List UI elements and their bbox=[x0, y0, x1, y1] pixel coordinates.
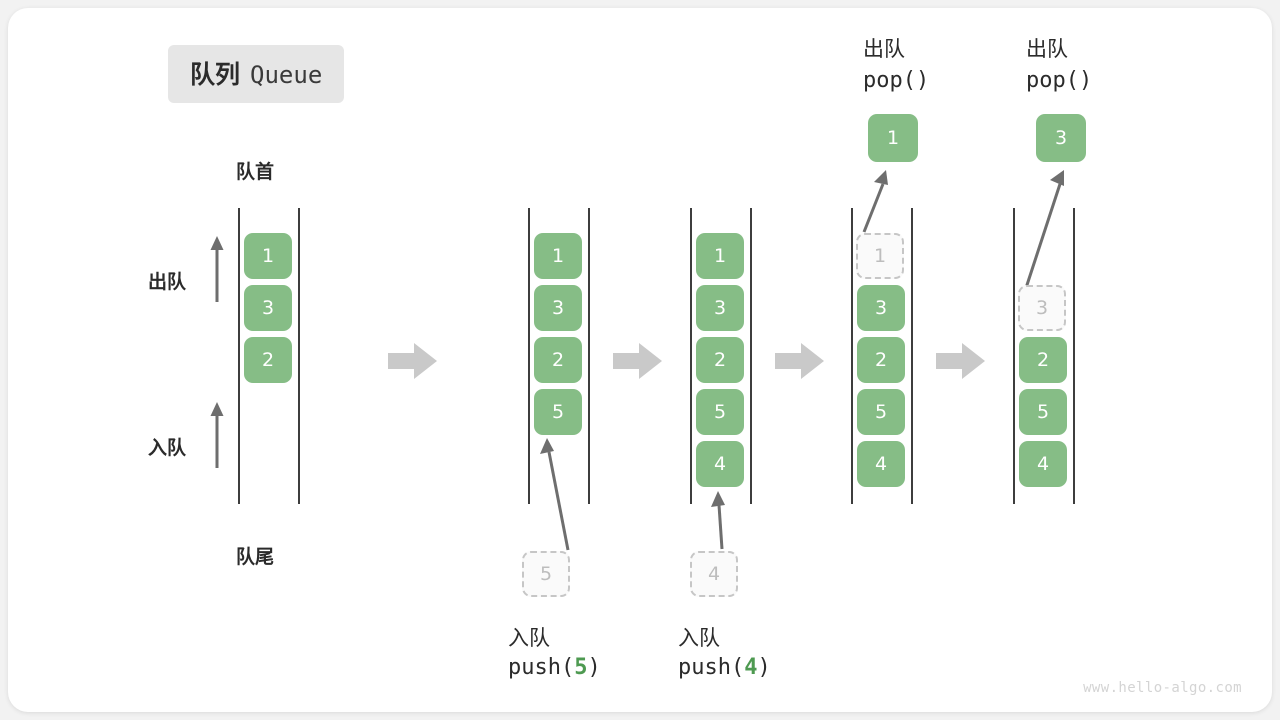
pop-arrow-icon bbox=[862, 170, 888, 233]
pop-caption-cn: 出队 bbox=[863, 37, 905, 61]
queue-rail-right-col4 bbox=[911, 208, 913, 504]
queue-ghost-cell: 1 bbox=[856, 233, 904, 279]
step-arrow-icon bbox=[388, 343, 437, 379]
push-close-paren: ) bbox=[587, 655, 601, 680]
push-open-paren: push( bbox=[678, 655, 745, 680]
queue-cell: 2 bbox=[696, 337, 744, 383]
push-arrow-icon bbox=[540, 438, 570, 551]
front-label: 队首 bbox=[236, 161, 275, 183]
queue-cell: 3 bbox=[534, 285, 582, 331]
queue-cell: 4 bbox=[857, 441, 905, 487]
pop-caption-code: pop() bbox=[863, 68, 930, 93]
queue-ghost-cell: 3 bbox=[1018, 285, 1066, 331]
queue-rail-right-col2 bbox=[588, 208, 590, 504]
queue-rail-right-col3 bbox=[750, 208, 752, 504]
watermark: www.hello-algo.com bbox=[1083, 680, 1242, 696]
queue-rail-right-col1 bbox=[298, 208, 300, 504]
push-caption-code: push(5) bbox=[508, 655, 601, 680]
dequeue-arrow-icon bbox=[210, 236, 224, 302]
queue-cell: 2 bbox=[244, 337, 292, 383]
push-caption-code: push(4) bbox=[678, 655, 771, 680]
enqueue-arrow-icon bbox=[210, 402, 224, 468]
push-open-paren: push( bbox=[508, 655, 575, 680]
enqueue-label: 入队 bbox=[148, 437, 187, 459]
step-arrow-icon bbox=[775, 343, 824, 379]
queue-cell: 2 bbox=[857, 337, 905, 383]
pop-arrow-icon bbox=[1024, 170, 1064, 289]
queue-cell: 3 bbox=[857, 285, 905, 331]
queue-cell: 5 bbox=[1019, 389, 1067, 435]
push-argument: 4 bbox=[744, 655, 758, 680]
queue-cell: 1 bbox=[696, 233, 744, 279]
queue-rail-left-col2 bbox=[528, 208, 530, 504]
dequeue-label: 出队 bbox=[148, 271, 187, 293]
queue-rail-left-col3 bbox=[690, 208, 692, 504]
queue-rail-left-col4 bbox=[851, 208, 853, 504]
figure-title-badge: 队列 Queue bbox=[168, 45, 345, 103]
push-argument: 5 bbox=[574, 655, 588, 680]
queue-cell: 1 bbox=[244, 233, 292, 279]
push-close-paren: ) bbox=[757, 655, 771, 680]
title-english: Queue bbox=[250, 61, 323, 89]
popped-cell: 1 bbox=[868, 114, 918, 162]
step-arrow-icon bbox=[613, 343, 662, 379]
pop-caption-cn: 出队 bbox=[1026, 37, 1068, 61]
queue-cell: 5 bbox=[534, 389, 582, 435]
queue-cell: 1 bbox=[534, 233, 582, 279]
pop-caption-code: pop() bbox=[1026, 68, 1093, 93]
queue-rail-left-col1 bbox=[238, 208, 240, 504]
queue-cell: 3 bbox=[244, 285, 292, 331]
push-arrow-icon bbox=[711, 491, 725, 550]
queue-cell: 2 bbox=[534, 337, 582, 383]
queue-cell: 5 bbox=[696, 389, 744, 435]
push-caption-cn: 入队 bbox=[678, 626, 720, 650]
popped-cell: 3 bbox=[1036, 114, 1086, 162]
queue-cell: 4 bbox=[1019, 441, 1067, 487]
step-arrow-icon bbox=[936, 343, 985, 379]
rear-label: 队尾 bbox=[236, 546, 275, 568]
queue-rail-right-col5 bbox=[1073, 208, 1075, 504]
title-chinese: 队列 bbox=[190, 60, 241, 89]
incoming-ghost-cell: 4 bbox=[690, 551, 738, 597]
queue-cell: 5 bbox=[857, 389, 905, 435]
push-caption-cn: 入队 bbox=[508, 626, 550, 650]
queue-cell: 3 bbox=[696, 285, 744, 331]
queue-cell: 2 bbox=[1019, 337, 1067, 383]
incoming-ghost-cell: 5 bbox=[522, 551, 570, 597]
queue-cell: 4 bbox=[696, 441, 744, 487]
queue-rail-left-col5 bbox=[1013, 208, 1015, 504]
